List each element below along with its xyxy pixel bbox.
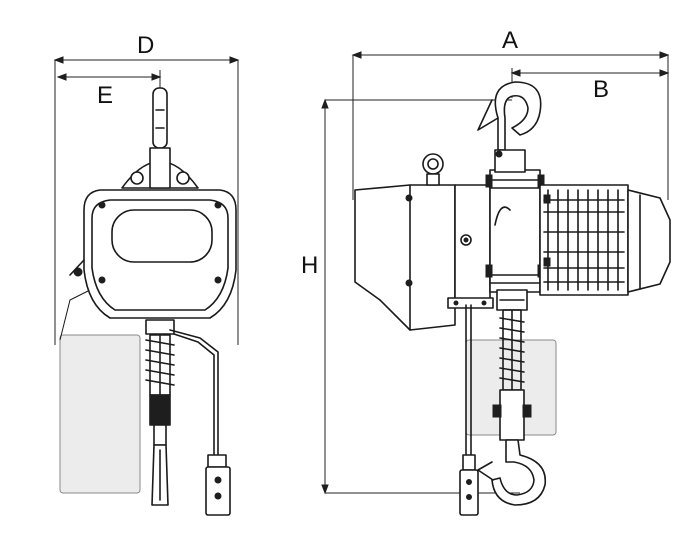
- hoist-body-front: [69, 189, 237, 319]
- middle-frame: [485, 169, 545, 293]
- dimension-a: [351, 51, 670, 200]
- label-e: E: [97, 82, 114, 109]
- label-b: B: [593, 76, 610, 103]
- label-a: A: [502, 27, 519, 54]
- pendant-control-front: [169, 329, 231, 516]
- motor-fins: [539, 184, 671, 296]
- dimension-d: [53, 56, 240, 345]
- load-chain-front: [145, 319, 175, 506]
- gear-housing: [354, 153, 494, 331]
- label-h: H: [301, 252, 319, 279]
- load-chain-side: [492, 289, 532, 441]
- pendant-control-side: [459, 304, 479, 516]
- dimension-h: [321, 98, 520, 495]
- side-view: [321, 51, 671, 516]
- bottom-hook: [477, 439, 547, 506]
- top-suspension: [121, 87, 199, 189]
- top-hook: [477, 81, 542, 173]
- chain-container: [59, 334, 141, 494]
- dimension-b: [510, 68, 670, 98]
- label-d: D: [137, 32, 155, 59]
- front-view: [53, 56, 240, 516]
